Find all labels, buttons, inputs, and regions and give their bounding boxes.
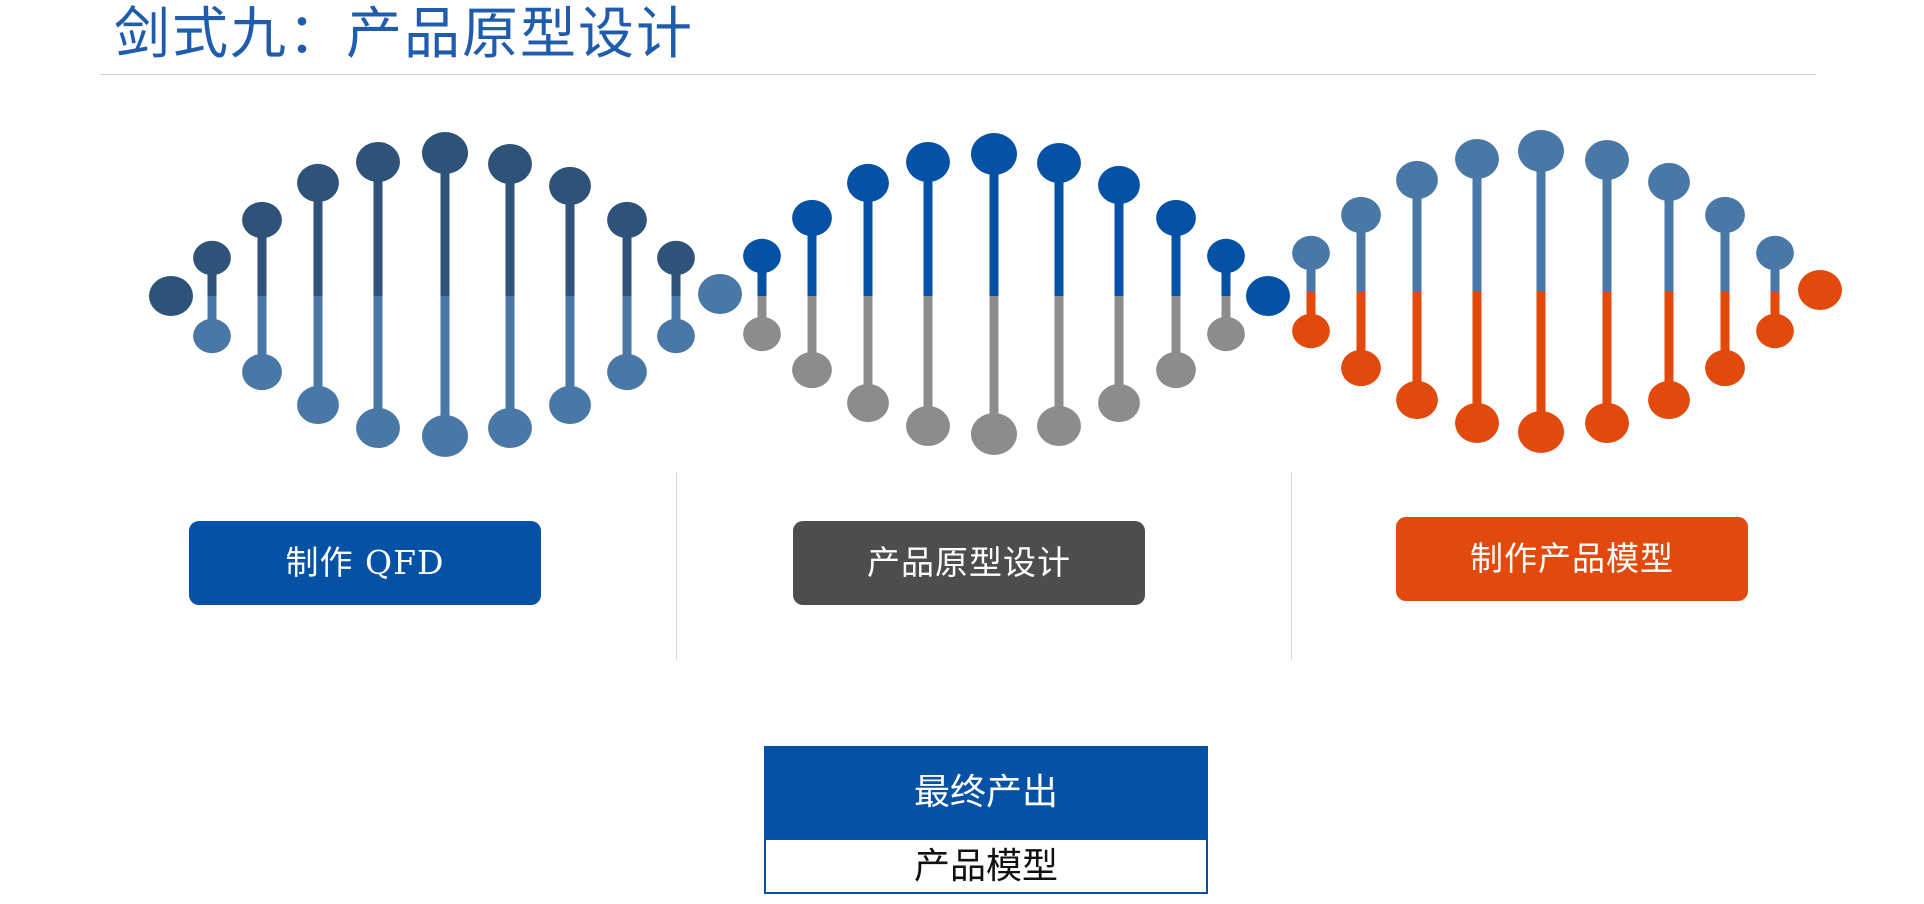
group-1-end-cap	[149, 276, 193, 316]
page-title: 剑式九：产品原型设计	[114, 2, 694, 67]
group-1-node-top	[488, 143, 532, 185]
group-1-node-top	[297, 163, 339, 203]
group-2-node-top	[743, 238, 781, 274]
group-2-node-top	[1207, 238, 1245, 274]
group-2-node-top	[792, 199, 832, 237]
group-3-node-top	[1455, 138, 1499, 180]
group-1-node-bottom	[422, 415, 468, 457]
group-3-node-bottom	[1292, 313, 1330, 349]
group-2-node-top	[1037, 142, 1081, 184]
column-divider-2	[1291, 472, 1292, 660]
group-1-node-bottom	[607, 353, 647, 391]
final-output-header: 最终产出	[764, 746, 1208, 840]
final-output-table: 最终产出 产品模型	[764, 746, 1208, 894]
group-2-node-bottom	[1037, 405, 1081, 447]
final-output-value: 产品模型	[764, 840, 1208, 894]
group-1-node-bottom	[488, 407, 532, 449]
group-1-node-top	[193, 240, 231, 276]
group-3-node-bottom	[1518, 411, 1564, 453]
group-2-node-bottom	[847, 383, 889, 423]
group-2-node-top	[847, 163, 889, 203]
group-3-node-bottom	[1648, 380, 1690, 420]
group-3-node-bottom	[1341, 349, 1381, 387]
group-2-node-top	[971, 133, 1017, 175]
group-3-node-bottom	[1756, 313, 1794, 349]
group-1-node-top	[356, 141, 400, 183]
group-3-end-cap	[1798, 270, 1842, 310]
group-1-node-top	[242, 201, 282, 239]
group-3-node-top	[1341, 196, 1381, 234]
group-2-node-top	[906, 141, 950, 183]
group-3-node-top	[1292, 235, 1330, 271]
group-3-node-top	[1648, 162, 1690, 202]
group-3-node-top	[1585, 139, 1629, 181]
group-1-node-bottom	[193, 318, 231, 354]
step-button-qfd[interactable]: 制作 QFD	[189, 521, 541, 605]
group-1-node-bottom	[657, 318, 695, 354]
group-2-node-bottom	[971, 413, 1017, 455]
group-1-node-bottom	[356, 407, 400, 449]
title-divider	[100, 74, 1816, 75]
group-1-node-top	[657, 240, 695, 276]
group-1-node-bottom	[549, 385, 591, 425]
group-1-node-bottom	[297, 385, 339, 425]
column-divider-1	[676, 472, 677, 660]
group-3-node-top	[1518, 130, 1564, 172]
group-1-node-top	[607, 201, 647, 239]
group-2-node-bottom	[906, 405, 950, 447]
group-3-node-top	[1396, 160, 1438, 200]
group-3-node-bottom	[1705, 349, 1745, 387]
group-2-node-bottom	[792, 351, 832, 389]
group-2-node-top	[1156, 199, 1196, 237]
step-button-make-model[interactable]: 制作产品模型	[1396, 517, 1748, 601]
group-1-node-top	[549, 166, 591, 206]
group-3-node-bottom	[1455, 402, 1499, 444]
group-3-node-top	[1756, 235, 1794, 271]
group-1-node-top	[422, 132, 468, 174]
group-2-node-bottom	[1156, 351, 1196, 389]
group-1-node-bottom	[242, 353, 282, 391]
group-2-node-bottom	[1207, 316, 1245, 352]
group-2-node-top	[1098, 165, 1140, 205]
group-3-node-bottom	[1585, 402, 1629, 444]
group-2-node-bottom	[743, 316, 781, 352]
group-1-end-cap	[698, 274, 742, 314]
group-2-end-cap	[1246, 276, 1290, 316]
group-2-node-bottom	[1098, 383, 1140, 423]
step-button-prototype-design[interactable]: 产品原型设计	[793, 521, 1145, 605]
group-3-node-top	[1705, 196, 1745, 234]
group-3-node-bottom	[1396, 380, 1438, 420]
